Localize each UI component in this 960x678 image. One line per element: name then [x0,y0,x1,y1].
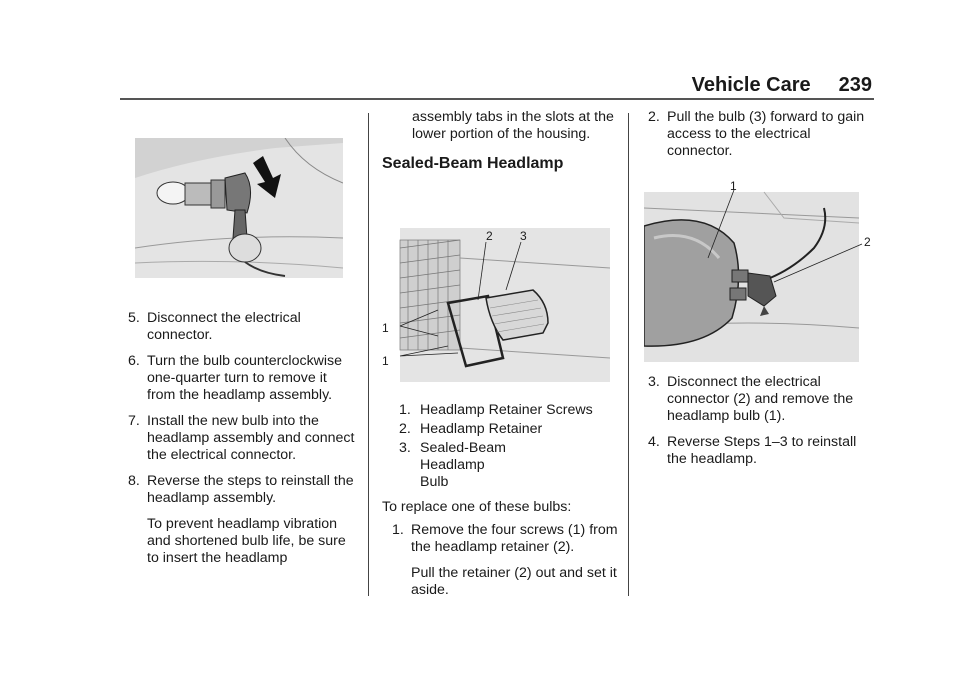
retainer-note: Pull the retainer (2) out and set it asi… [411,565,617,598]
callout-2: 2 [864,235,871,249]
column-3-text-top: 2.Pull the bulb (3) forward to gain acce… [648,109,876,169]
header-divider [120,98,874,100]
column-divider-right [628,113,629,596]
callout-1a: 1 [382,321,389,335]
column-divider-left [368,113,369,596]
figure-captions: 1.Headlamp Retainer Screws 2.Headlamp Re… [399,402,618,491]
caption-1: 1.Headlamp Retainer Screws [399,402,593,418]
section-title: Vehicle Care [691,74,811,96]
page-number: 239 [838,74,872,96]
vibration-note: To prevent headlamp vibration and shorte… [147,516,346,566]
callout-1b: 1 [382,354,389,368]
section-heading: Sealed-Beam Headlamp [382,155,564,172]
column-2-text-bottom: 1.Headlamp Retainer Screws 2.Headlamp Re… [382,402,618,608]
step-3: 3.Disconnect the electrical connector (2… [648,374,854,424]
step-1: 1.Remove the four screws (1) from the he… [392,522,618,555]
callout-3: 3 [520,229,527,243]
caption-3: 3.Sealed-Beam Headlamp Bulb [399,440,506,490]
column-3-text-bottom: 3.Disconnect the electrical connector (2… [648,374,876,477]
step-6: 6.Turn the bulb counterclockwise one-qua… [128,353,343,403]
callout-2: 2 [486,229,493,243]
connector-figure: 1 2 [643,178,878,364]
sealed-beam-figure: 1 1 2 3 [378,228,611,384]
bulb-removal-figure [135,138,343,278]
callout-1: 1 [730,179,737,193]
step-2: 2.Pull the bulb (3) forward to gain acce… [648,109,865,159]
continued-note: assembly tabs in the slots at the lower … [412,109,614,142]
caption-2: 2.Headlamp Retainer [399,421,543,437]
step-8: 8.Reverse the steps to reinstall the hea… [128,473,354,506]
column-2-text-top: assembly tabs in the slots at the lower … [382,109,618,180]
step-4: 4.Reverse Steps 1–3 to reinstall the hea… [648,434,857,467]
replace-intro: To replace one of these bulbs: [382,499,572,515]
step-5: 5.Disconnect the electrical connector. [128,310,301,343]
column-1-text: 5.Disconnect the electrical connector. 6… [128,310,356,576]
step-7: 7.Install the new bulb into the headlamp… [128,413,355,463]
running-header: Vehicle Care 239 [692,74,872,97]
